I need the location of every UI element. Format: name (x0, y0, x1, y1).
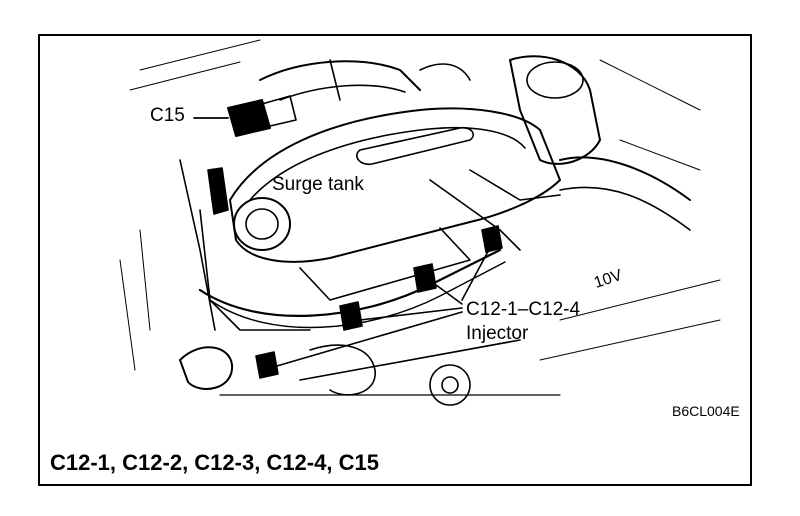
figure-caption: C12-1, C12-2, C12-3, C12-4, C15 (50, 450, 379, 475)
injector-connector-1 (339, 301, 363, 331)
injector-connector-4 (255, 351, 279, 379)
injector-connector-3 (481, 225, 503, 253)
figure-code: B6CL004E (672, 403, 740, 419)
fuel-rail (198, 248, 502, 317)
surge-tank-end (233, 197, 291, 251)
label-injector: Injector (466, 323, 529, 344)
c15-sensor (227, 99, 271, 137)
label-c12-range: C12-1–C12-4 (466, 299, 581, 320)
surge-tank-outline (229, 107, 561, 263)
injector-connector-2 (413, 263, 437, 293)
figure-frame (38, 34, 752, 486)
label-surge-tank: Surge tank (272, 174, 364, 195)
engine-marking: 10V (592, 267, 625, 292)
label-c15: C15 (150, 105, 185, 126)
